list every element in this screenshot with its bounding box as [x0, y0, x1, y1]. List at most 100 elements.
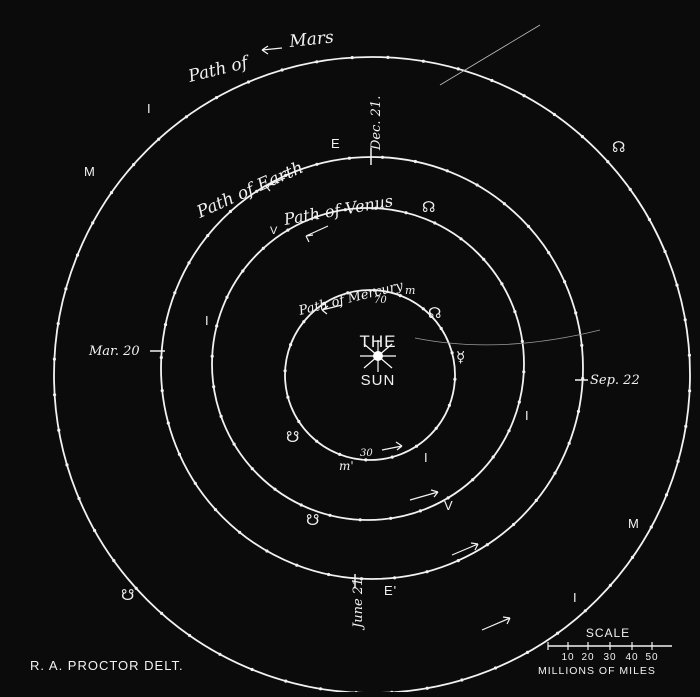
scale-tick-label: 20 [581, 652, 594, 663]
orbit-position-dot [159, 355, 163, 360]
orbit-position-dot [343, 208, 347, 212]
orbit-position-dot [215, 324, 219, 328]
ascending-node-venus: ☊ [422, 198, 435, 216]
orbit-position-dot [134, 586, 138, 590]
orbit-position-dot [608, 583, 613, 588]
orbit-position-dot [413, 159, 417, 164]
orbit-position-dot [295, 563, 299, 567]
sun-label-line2: SUN [361, 372, 396, 389]
orbit-position-dot [246, 80, 251, 84]
orbit-position-dot [450, 351, 454, 355]
date-june-21: June 21 [351, 578, 366, 631]
orbit-position-dot [414, 444, 419, 448]
direction-arrows [261, 45, 511, 631]
orbit-position-dot [386, 55, 390, 60]
orbit-position-dot [380, 155, 385, 159]
scale-units: MILLIONS OF MILES [538, 665, 656, 677]
orbit-position-dot [315, 162, 319, 166]
orbit-position-dot [132, 163, 136, 167]
orbit-position-dot [493, 666, 498, 670]
orbit-position-dot [460, 678, 464, 682]
orbit-position-dot [534, 498, 538, 502]
orbit-position-dot [553, 471, 557, 475]
orbit-position-dot [160, 611, 164, 616]
orbit-position-dot [338, 452, 342, 456]
orbit-position-dot [188, 633, 192, 638]
orbit-position-dot [187, 261, 191, 265]
earth-orbit [160, 156, 584, 580]
orbit-position-dot [109, 191, 114, 195]
orbit-position-dot [302, 320, 306, 324]
orbit-position-dot [445, 169, 449, 173]
node-symbols: ☊ ☋ ☊ ☋ ☊ ☋ ☿ [121, 138, 625, 604]
orbit-position-dot [163, 323, 168, 327]
orbit-position-dot [91, 221, 95, 225]
orbit-position-dot [522, 370, 526, 374]
orbit-position-dot [210, 354, 214, 358]
orbit-position-dot [647, 217, 652, 222]
descending-node-venus: ☋ [306, 511, 319, 529]
orbit-position-dot [315, 60, 319, 64]
orbit-position-dot [321, 302, 326, 306]
orbit-position-dot [500, 282, 504, 286]
scale-tick-label: 50 [645, 652, 658, 663]
orbit-position-dot [418, 509, 422, 513]
orbit-position-dot [265, 549, 269, 553]
inclination-mark-venus-right: I [525, 408, 530, 423]
venus-arrow-bottom [409, 489, 439, 501]
marker-mercury-m-bottom: m' [339, 459, 354, 473]
scale-tick-label: 10 [561, 652, 574, 663]
orbit-position-dot [157, 137, 161, 141]
orbit-position-dot [525, 650, 530, 655]
orbit-position-dot [482, 257, 486, 261]
marker-earth-e-bottom: E' [384, 583, 397, 598]
orbit-position-dot [284, 679, 288, 683]
orbit-position-dot [166, 421, 170, 425]
orbit-position-dot [513, 310, 517, 314]
orbit-position-dot [93, 528, 97, 533]
orbit-position-dot [238, 530, 242, 534]
orbit-position-dot [664, 493, 669, 497]
date-dec-21: Dec. 21. [369, 96, 384, 151]
orbit-position-dot [475, 183, 479, 187]
artist-credit: R. A. PROCTOR DELT. [30, 658, 184, 673]
orbit-position-dot [112, 559, 116, 563]
orbit-position-dot [425, 686, 429, 690]
orbit-position-dot [184, 115, 188, 119]
orbit-position-dot [453, 377, 457, 381]
scale-ticks [547, 642, 653, 650]
orbit-position-dot [425, 570, 429, 574]
venus-orbit [211, 207, 525, 521]
orbit-position-dot [346, 291, 350, 295]
orbit-position-dot [213, 508, 218, 512]
orbit-position-dot [552, 112, 557, 117]
orbit-position-dot [502, 202, 506, 206]
mars-arrow-top [261, 45, 283, 55]
mars-name-label: Mars [287, 27, 335, 52]
venus-arrow-top [305, 225, 329, 243]
orbit-position-dot [64, 287, 68, 291]
orbit-position-dot [232, 442, 236, 446]
mercury-arrow-top [321, 304, 343, 315]
marker-venus-v-bottom: V [444, 498, 454, 513]
orbit-position-dot [299, 503, 303, 507]
orbit-position-dot [526, 224, 531, 228]
marker-mars-m-left: M [84, 164, 96, 179]
orbit-position-dot [517, 400, 521, 404]
sun-label-line1: THE [360, 332, 397, 351]
orbit-position-dot [280, 68, 284, 72]
orbit-position-dot [583, 609, 587, 613]
orbit-position-dot [218, 652, 222, 656]
mercury-orbit [284, 289, 456, 461]
orbit-position-dot [456, 559, 460, 563]
mercury-day-label-bottom: 30 [360, 448, 373, 459]
orbit-position-dot [675, 283, 679, 287]
orbit-position-dot [433, 221, 437, 225]
inclination-mark-mars-bottom: I [573, 590, 578, 605]
orbit-position-dot [520, 339, 524, 343]
orbit-position-dot [556, 631, 560, 635]
orbit-position-dot [319, 687, 323, 691]
faint-streak [439, 24, 541, 86]
descending-node-mercury: ☋ [286, 428, 299, 446]
